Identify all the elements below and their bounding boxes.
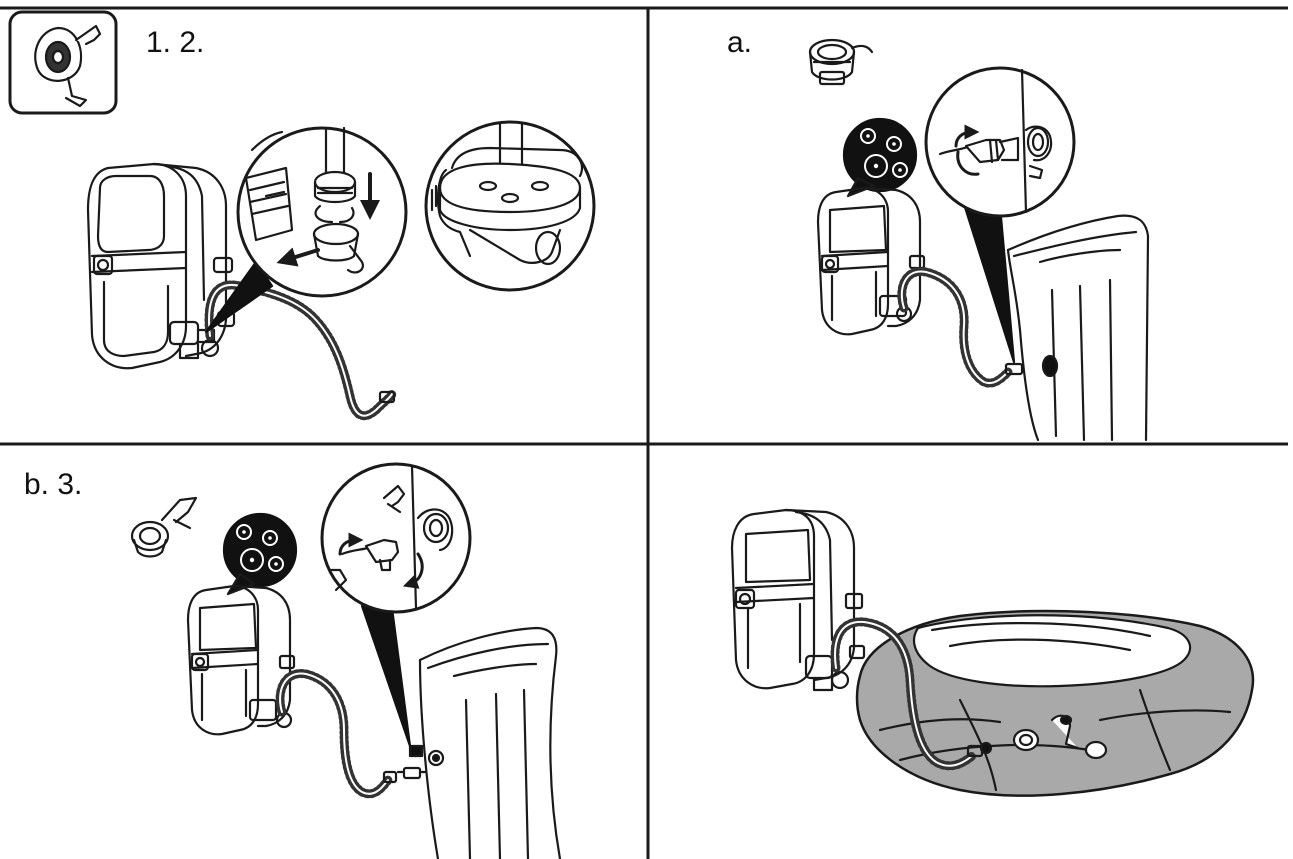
filter-port-icon — [8, 10, 118, 115]
magnified-callout — [924, 66, 1076, 218]
connector-fitting-icon — [130, 496, 198, 558]
magnified-callout — [320, 462, 472, 614]
step-label: b. 3. — [24, 468, 83, 501]
callout-pointer — [360, 604, 412, 748]
pump-unit-icon — [816, 186, 926, 336]
valve-ports-icon — [842, 117, 918, 198]
valve-ports-icon — [222, 512, 298, 596]
step-label: 1. 2. — [146, 26, 205, 59]
pump-unit-icon — [186, 584, 296, 736]
spa-tub-icon — [418, 626, 562, 859]
deflated-spa-icon — [855, 609, 1255, 797]
connector-fitting-icon — [168, 320, 220, 360]
pump-unit-icon — [86, 162, 236, 370]
pump-unit-icon — [730, 508, 866, 690]
connector-fitting-icon — [808, 38, 874, 86]
panel-grid — [0, 6, 1288, 859]
connector-fitting-icon — [396, 744, 428, 780]
connector-fitting-icon — [378, 390, 396, 404]
magnified-callout — [424, 120, 596, 292]
panel-bottom-left — [130, 462, 562, 859]
panel-top-right — [808, 38, 1150, 442]
step-label: a. — [727, 26, 753, 59]
connector-fitting-icon — [804, 654, 850, 692]
magnified-callout — [236, 126, 408, 298]
spa-tub-icon — [1006, 214, 1150, 442]
callout-pointer — [962, 202, 1016, 364]
panel-bottom-right — [730, 508, 1255, 797]
panel-top-left — [8, 10, 596, 421]
